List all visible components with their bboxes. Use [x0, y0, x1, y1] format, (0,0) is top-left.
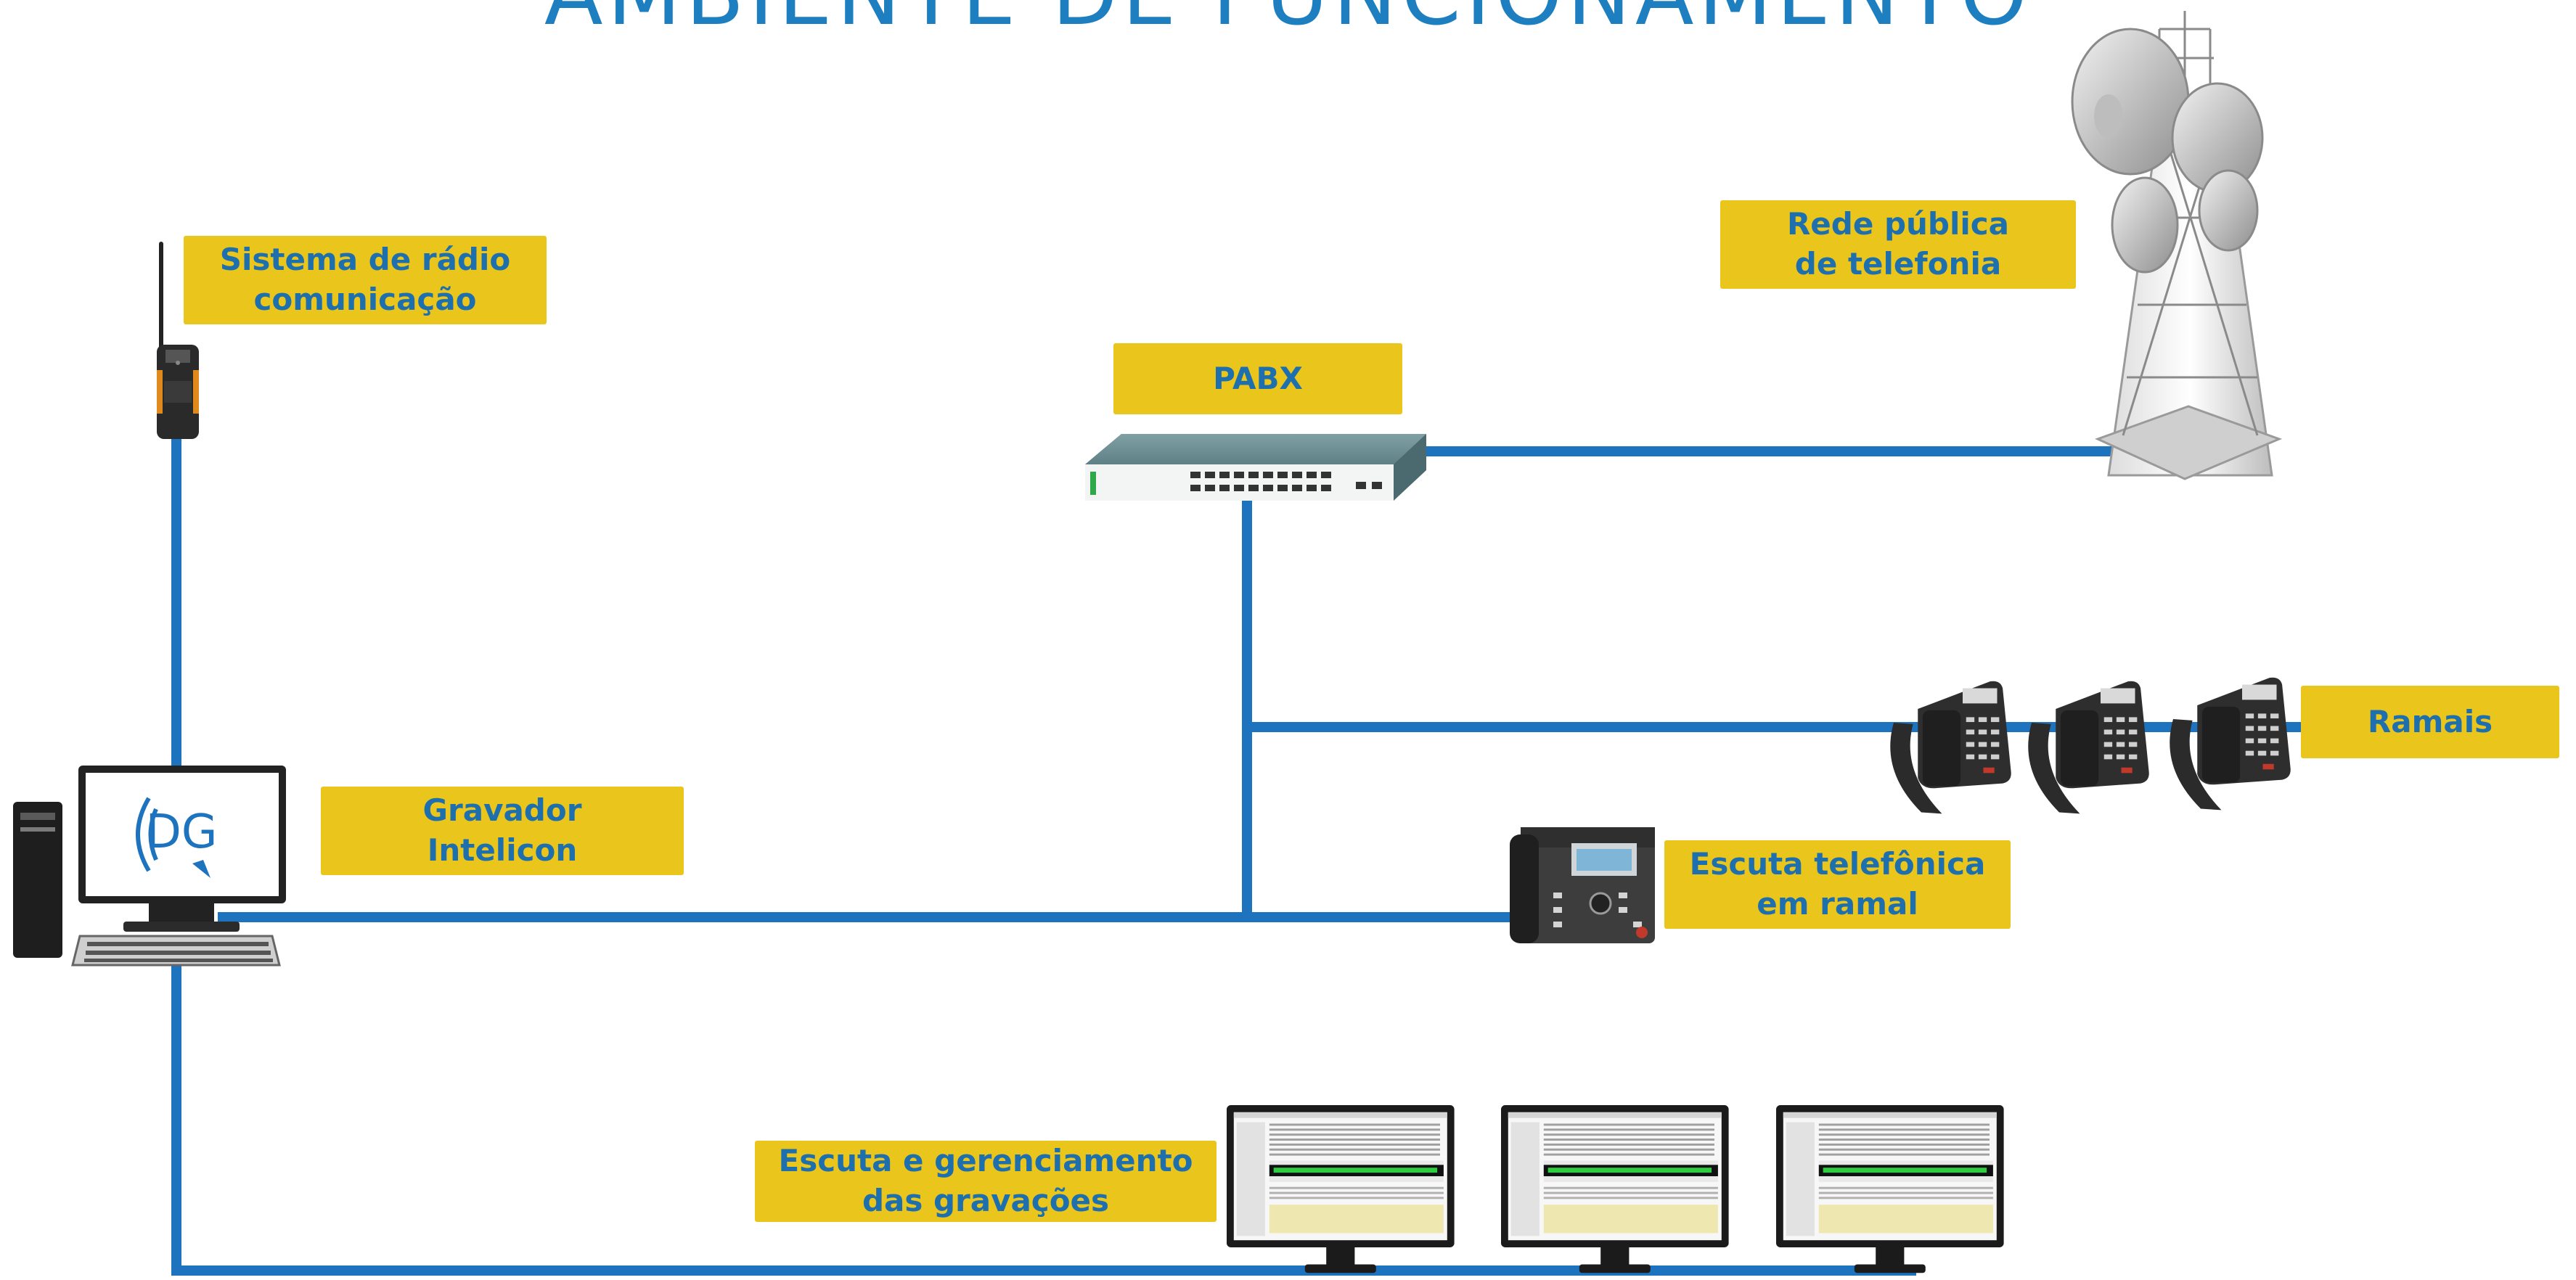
label-rede-line2: de telefonia — [1794, 246, 2002, 282]
page-title: AMBIENTE DE FUNCIONAMENTO — [0, 0, 2576, 46]
label-rede-line1: Rede pública — [1786, 206, 2010, 242]
radio-icon — [157, 242, 199, 439]
label-ramais: Ramais — [2301, 686, 2559, 758]
label-escuta-ramal-line2: em ramal — [1757, 886, 1918, 922]
label-radio-line2: comunicação — [253, 282, 477, 317]
label-gravador-line2: Intelicon — [427, 832, 578, 868]
label-escuta-gerenciamento-line1: Escuta e gerenciamento — [778, 1143, 1193, 1179]
pabx-switch-icon — [1085, 434, 1426, 501]
monitor-1-icon — [1227, 1105, 1455, 1273]
label-pabx: PABX — [1113, 343, 1402, 414]
ramais-phones-icon — [1890, 677, 2291, 814]
monitor-3-icon — [1776, 1105, 2004, 1273]
label-pabx-line1: PABX — [1213, 360, 1303, 396]
label-radio-line1: Sistema de rádio — [219, 242, 511, 278]
recorder-computer-icon: DG — [13, 766, 286, 967]
label-rede-publica: Rede pública de telefonia — [1720, 200, 2076, 289]
label-escuta-ramal-line1: Escuta telefônica — [1689, 846, 1986, 882]
label-escuta-gerenciamento-line2: das gravações — [862, 1183, 1110, 1218]
label-escuta-gerenciamento: Escuta e gerenciamento das gravações — [755, 1141, 1217, 1222]
recorder-logo-text: DG — [146, 805, 218, 859]
label-radio: Sistema de rádio comunicação — [184, 236, 547, 324]
antenna-tower-icon — [2071, 11, 2283, 480]
monitor-2-icon — [1501, 1105, 1729, 1273]
label-escuta-ramal: Escuta telefônica em ramal — [1664, 840, 2011, 929]
label-gravador: Gravador Intelicon — [321, 787, 684, 875]
ramal-phone-icon — [1510, 827, 1655, 943]
label-gravador-line1: Gravador — [422, 792, 582, 829]
label-ramais-line1: Ramais — [2367, 703, 2493, 739]
